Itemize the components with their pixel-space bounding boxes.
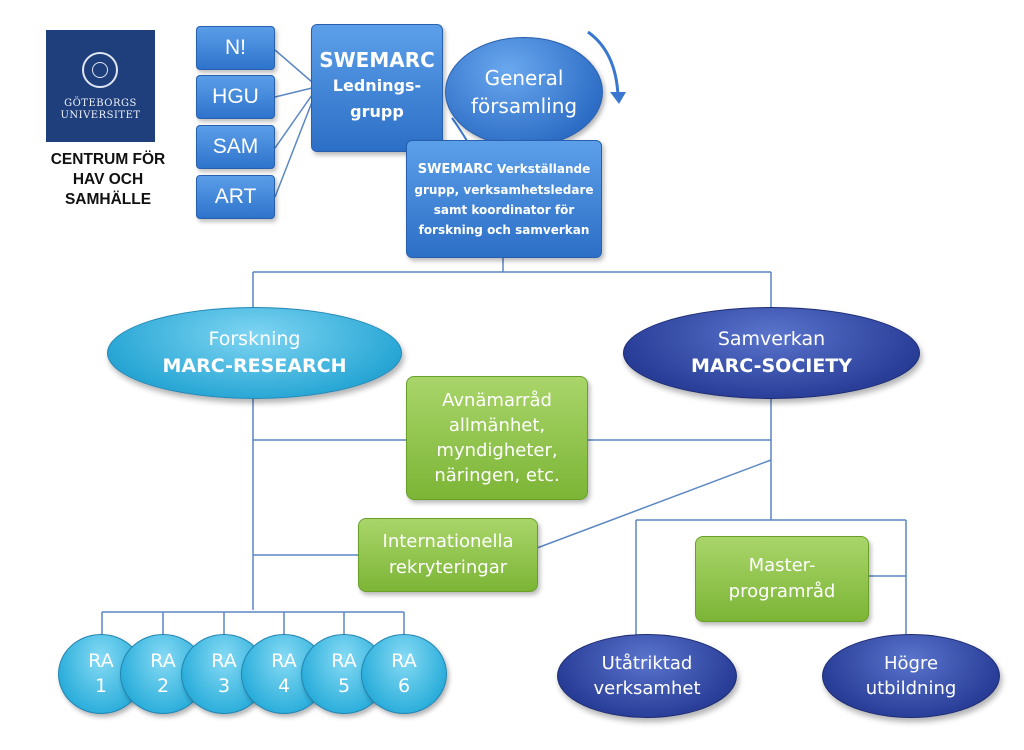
ledningsgrupp-title: SWEMARC [319,48,435,72]
box-sam: SAM [196,125,275,169]
ra-number: 1 [94,675,108,697]
general-assembly-line: General [484,66,564,90]
box-label: N! [225,36,246,59]
ra-label: RA [391,650,417,672]
university-seal-icon [82,52,118,88]
ra-number: 5 [337,675,351,697]
ra-label: RA [211,650,237,672]
stakeholders-line: näringen, etc. [434,465,560,486]
ra-label: RA [88,650,114,672]
executive-title: SWEMARC [417,161,493,177]
ra-number: 3 [217,675,231,697]
executive-line-rest: Verkställande [492,161,591,176]
research-area-6: RA 6 [361,634,447,714]
general-assembly-line: församling [470,94,578,118]
connector [274,101,313,198]
box-art: ART [196,175,275,219]
connector [536,459,772,549]
box-label: ART [214,185,257,208]
executive-line: samt koordinator för [433,202,575,217]
stakeholders-line: allmänhet, [448,415,546,436]
university-name-line: GÖTEBORGS [64,98,137,109]
center-name: CENTRUM FÖR HAV OCH SAMHÄLLE [28,150,188,210]
general-assembly-ellipse: General församling [445,37,603,147]
stakeholders-line: myndigheter, [436,440,558,461]
connector [274,49,313,83]
ra-label: RA [331,650,357,672]
ra-number: 6 [397,675,411,697]
box-label: SAM [212,135,259,158]
society-ellipse: Samverkan MARC-SOCIETY [623,307,920,399]
ra-label: RA [150,650,176,672]
research-ellipse: Forskning MARC-RESEARCH [107,307,402,399]
ledningsgrupp-box: SWEMARC Lednings- grupp [311,24,443,152]
rotation-arrow [587,30,620,97]
international-line: Internationella [382,531,514,552]
executive-line: grupp, verksamhetsledare [414,182,594,197]
center-name-line: CENTRUM FÖR [50,151,166,168]
outreach-line: verksamhet [593,678,701,699]
higher-education-line: Högre [883,653,939,674]
international-line: rekryteringar [388,557,508,578]
ledningsgrupp-line: grupp [350,102,404,121]
executive-line: SWEMARC Verkställande [418,159,591,180]
research-title: MARC-RESEARCH [162,355,347,377]
outreach-line: Utåtriktad [601,653,693,674]
ra-number: 4 [277,675,291,697]
executive-line: forskning och samverkan [418,222,590,237]
master-line: programråd [728,581,836,602]
university-name: GÖTEBORGS UNIVERSITET [46,98,155,122]
stakeholders-line: Avnämarråd [442,390,552,411]
center-name-line: HAV OCH SAMHÄLLE [64,171,152,208]
university-logo: GÖTEBORGS UNIVERSITET [46,30,155,142]
master-program-box: Master- programråd [695,536,869,622]
higher-education-line: utbildning [865,678,957,699]
connector [274,94,313,149]
master-line: Master- [748,555,816,576]
international-box: Internationella rekryteringar [358,518,538,592]
executive-group-box: SWEMARC Verkställande grupp, verksamhets… [406,140,602,258]
ra-number: 2 [156,675,170,697]
outreach-ellipse: Utåtriktad verksamhet [557,634,737,718]
society-line: Samverkan [717,328,826,350]
research-line: Forskning [208,328,301,350]
rotation-arrowhead [610,92,626,104]
society-title: MARC-SOCIETY [690,355,853,377]
university-name-line: UNIVERSITET [60,110,141,121]
connector [274,87,313,98]
higher-education-ellipse: Högre utbildning [822,634,1000,718]
stakeholders-box: Avnämarråd allmänhet, myndigheter, närin… [406,376,588,500]
box-label: HGU [212,85,259,108]
ra-label: RA [271,650,297,672]
ledningsgrupp-line: Lednings- [332,76,422,95]
box-n: N! [196,26,275,70]
box-hgu: HGU [196,75,275,119]
